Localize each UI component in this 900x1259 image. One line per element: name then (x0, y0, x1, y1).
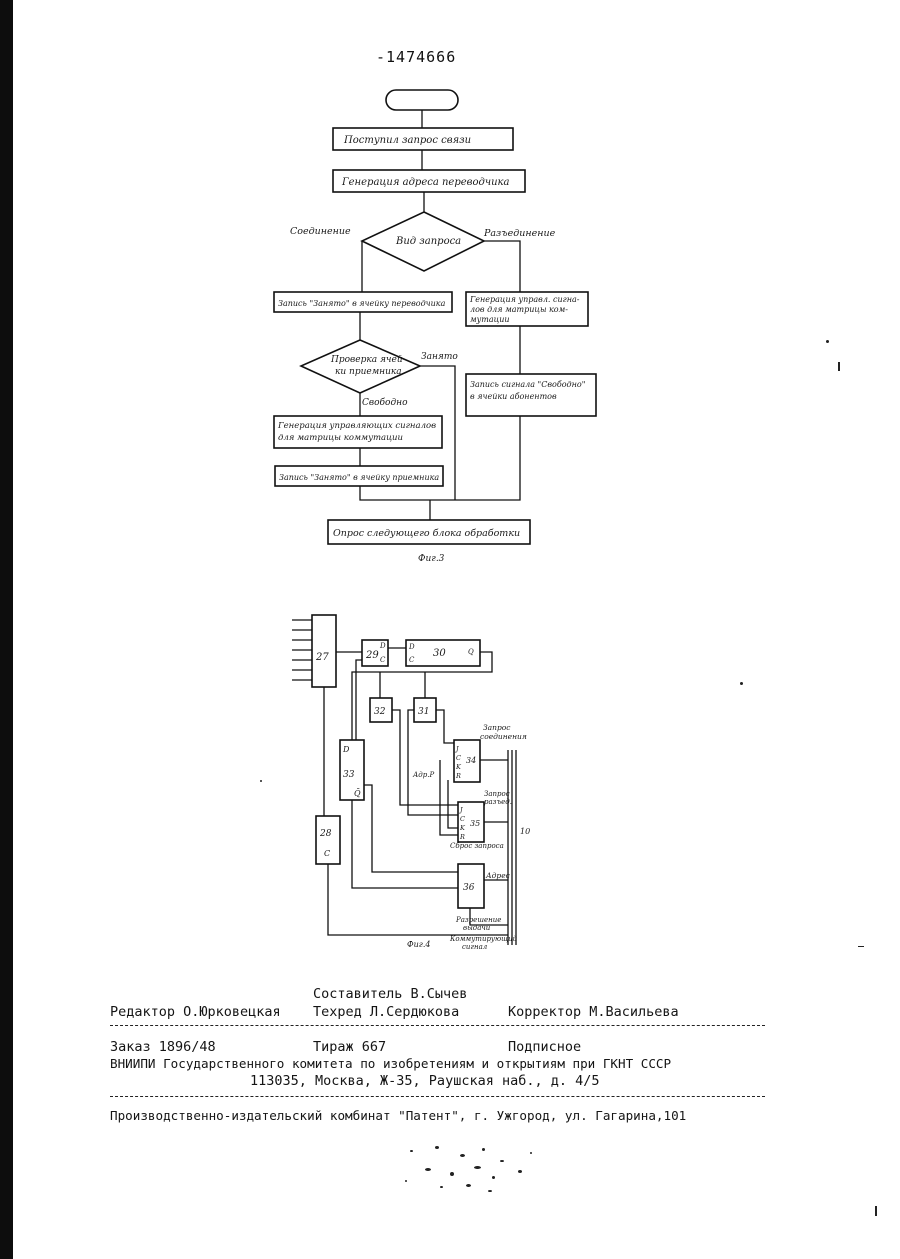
label-addr-r: Адр.Р (412, 771, 434, 779)
busy-label: Занято (421, 352, 458, 362)
block-35-pin-r: R (459, 833, 465, 841)
block-30-label: 30 (433, 648, 446, 659)
scan-speck (838, 362, 840, 371)
block-27 (312, 615, 336, 687)
separator-rule-2 (110, 1096, 765, 1097)
decision-request-type-text: Вид запроса (395, 236, 461, 247)
address-line: 113035, Москва, Ж-35, Раушская наб., д. … (250, 1073, 600, 1089)
block-32-label: 32 (374, 707, 386, 717)
start-terminator (386, 90, 458, 110)
block-33-pin-d: D (342, 745, 350, 754)
publisher-line: Производственно-издательский комбинат "П… (110, 1108, 686, 1123)
step-poll-next-text: Опрос следующего блока обработки (333, 528, 520, 539)
input-lines (292, 620, 312, 680)
scan-speck (740, 682, 743, 685)
block-30-pin-q: Q (468, 648, 474, 656)
order-line: Заказ 1896/48 (110, 1039, 216, 1055)
block-31-label: 31 (418, 707, 429, 717)
block-36-label: 36 (463, 883, 475, 893)
branch-connect-label: Соединение (290, 226, 351, 237)
fig4-circuit-diagram: 27 29 D C 30 D C Q 32 31 D 33 Q̄ J C K R… (0, 590, 900, 990)
branch-disconnect-label: Разъединение (483, 228, 556, 239)
block-28-pin-c: C (324, 849, 330, 858)
fig4-caption: Фиг.4 (407, 940, 430, 949)
techred-line: Техред Л.Сердюкова (313, 1004, 459, 1020)
free-label: Свободно (362, 397, 408, 408)
block-33-label: 33 (343, 770, 355, 780)
label-address: Адрес (485, 871, 511, 880)
subscription-line: Подписное (508, 1039, 581, 1055)
label-bus-10: 10 (520, 827, 530, 836)
block-28-label: 28 (319, 829, 332, 839)
step-write-busy-receiver-text: Запись "Занято" в ячейку приемника (279, 473, 439, 482)
block-29-label: 29 (365, 650, 379, 661)
label-switching-signal: Коммутирующий сигнал (449, 935, 519, 951)
block-34-pin-c: C (456, 754, 461, 762)
fig3-caption: Фиг.3 (418, 554, 445, 564)
editor-line: Редактор О.Юрковецкая (110, 1004, 281, 1020)
block-27-label: 27 (315, 652, 329, 663)
circulation-line: Тираж 667 (313, 1039, 386, 1055)
corrector-line: Корректор М.Васильева (508, 1004, 679, 1020)
block-34-label: 34 (466, 756, 476, 765)
scan-speck (826, 340, 829, 343)
scan-stamp-noise (390, 1140, 550, 1200)
label-request-connection: Запрос соединения (480, 723, 527, 741)
block-34-pin-r: R (455, 772, 461, 780)
block-30-pin-d: D (408, 643, 415, 651)
step-write-busy-translator-text: Запись "Занято" в ячейку переводчика (278, 299, 446, 308)
block-33-pin-q: Q̄ (354, 789, 361, 798)
block-35-label: 35 (470, 819, 480, 828)
vniipi-line: ВНИИПИ Государственного комитета по изоб… (110, 1056, 671, 1071)
block-29-pin-d: D (379, 642, 386, 650)
step-request-text: Поступил запрос связи (343, 135, 471, 146)
label-enable-output: Разрешение выдачи (455, 916, 504, 932)
scan-speck (858, 946, 864, 947)
block-29-pin-c: C (380, 656, 386, 664)
separator-rule-1 (110, 1025, 765, 1026)
fig3-flowchart: Поступил запрос связи Генерация адреса п… (0, 0, 900, 580)
step-gen-address-text: Генерация адреса переводчика (341, 177, 509, 188)
scan-speck (260, 780, 262, 782)
block-30-pin-c: C (409, 656, 415, 664)
scan-speck (875, 1206, 877, 1216)
block-35-pin-c: C (460, 815, 465, 823)
bus-10 (508, 750, 516, 945)
label-reset-request: Сброс запроса (450, 842, 504, 850)
